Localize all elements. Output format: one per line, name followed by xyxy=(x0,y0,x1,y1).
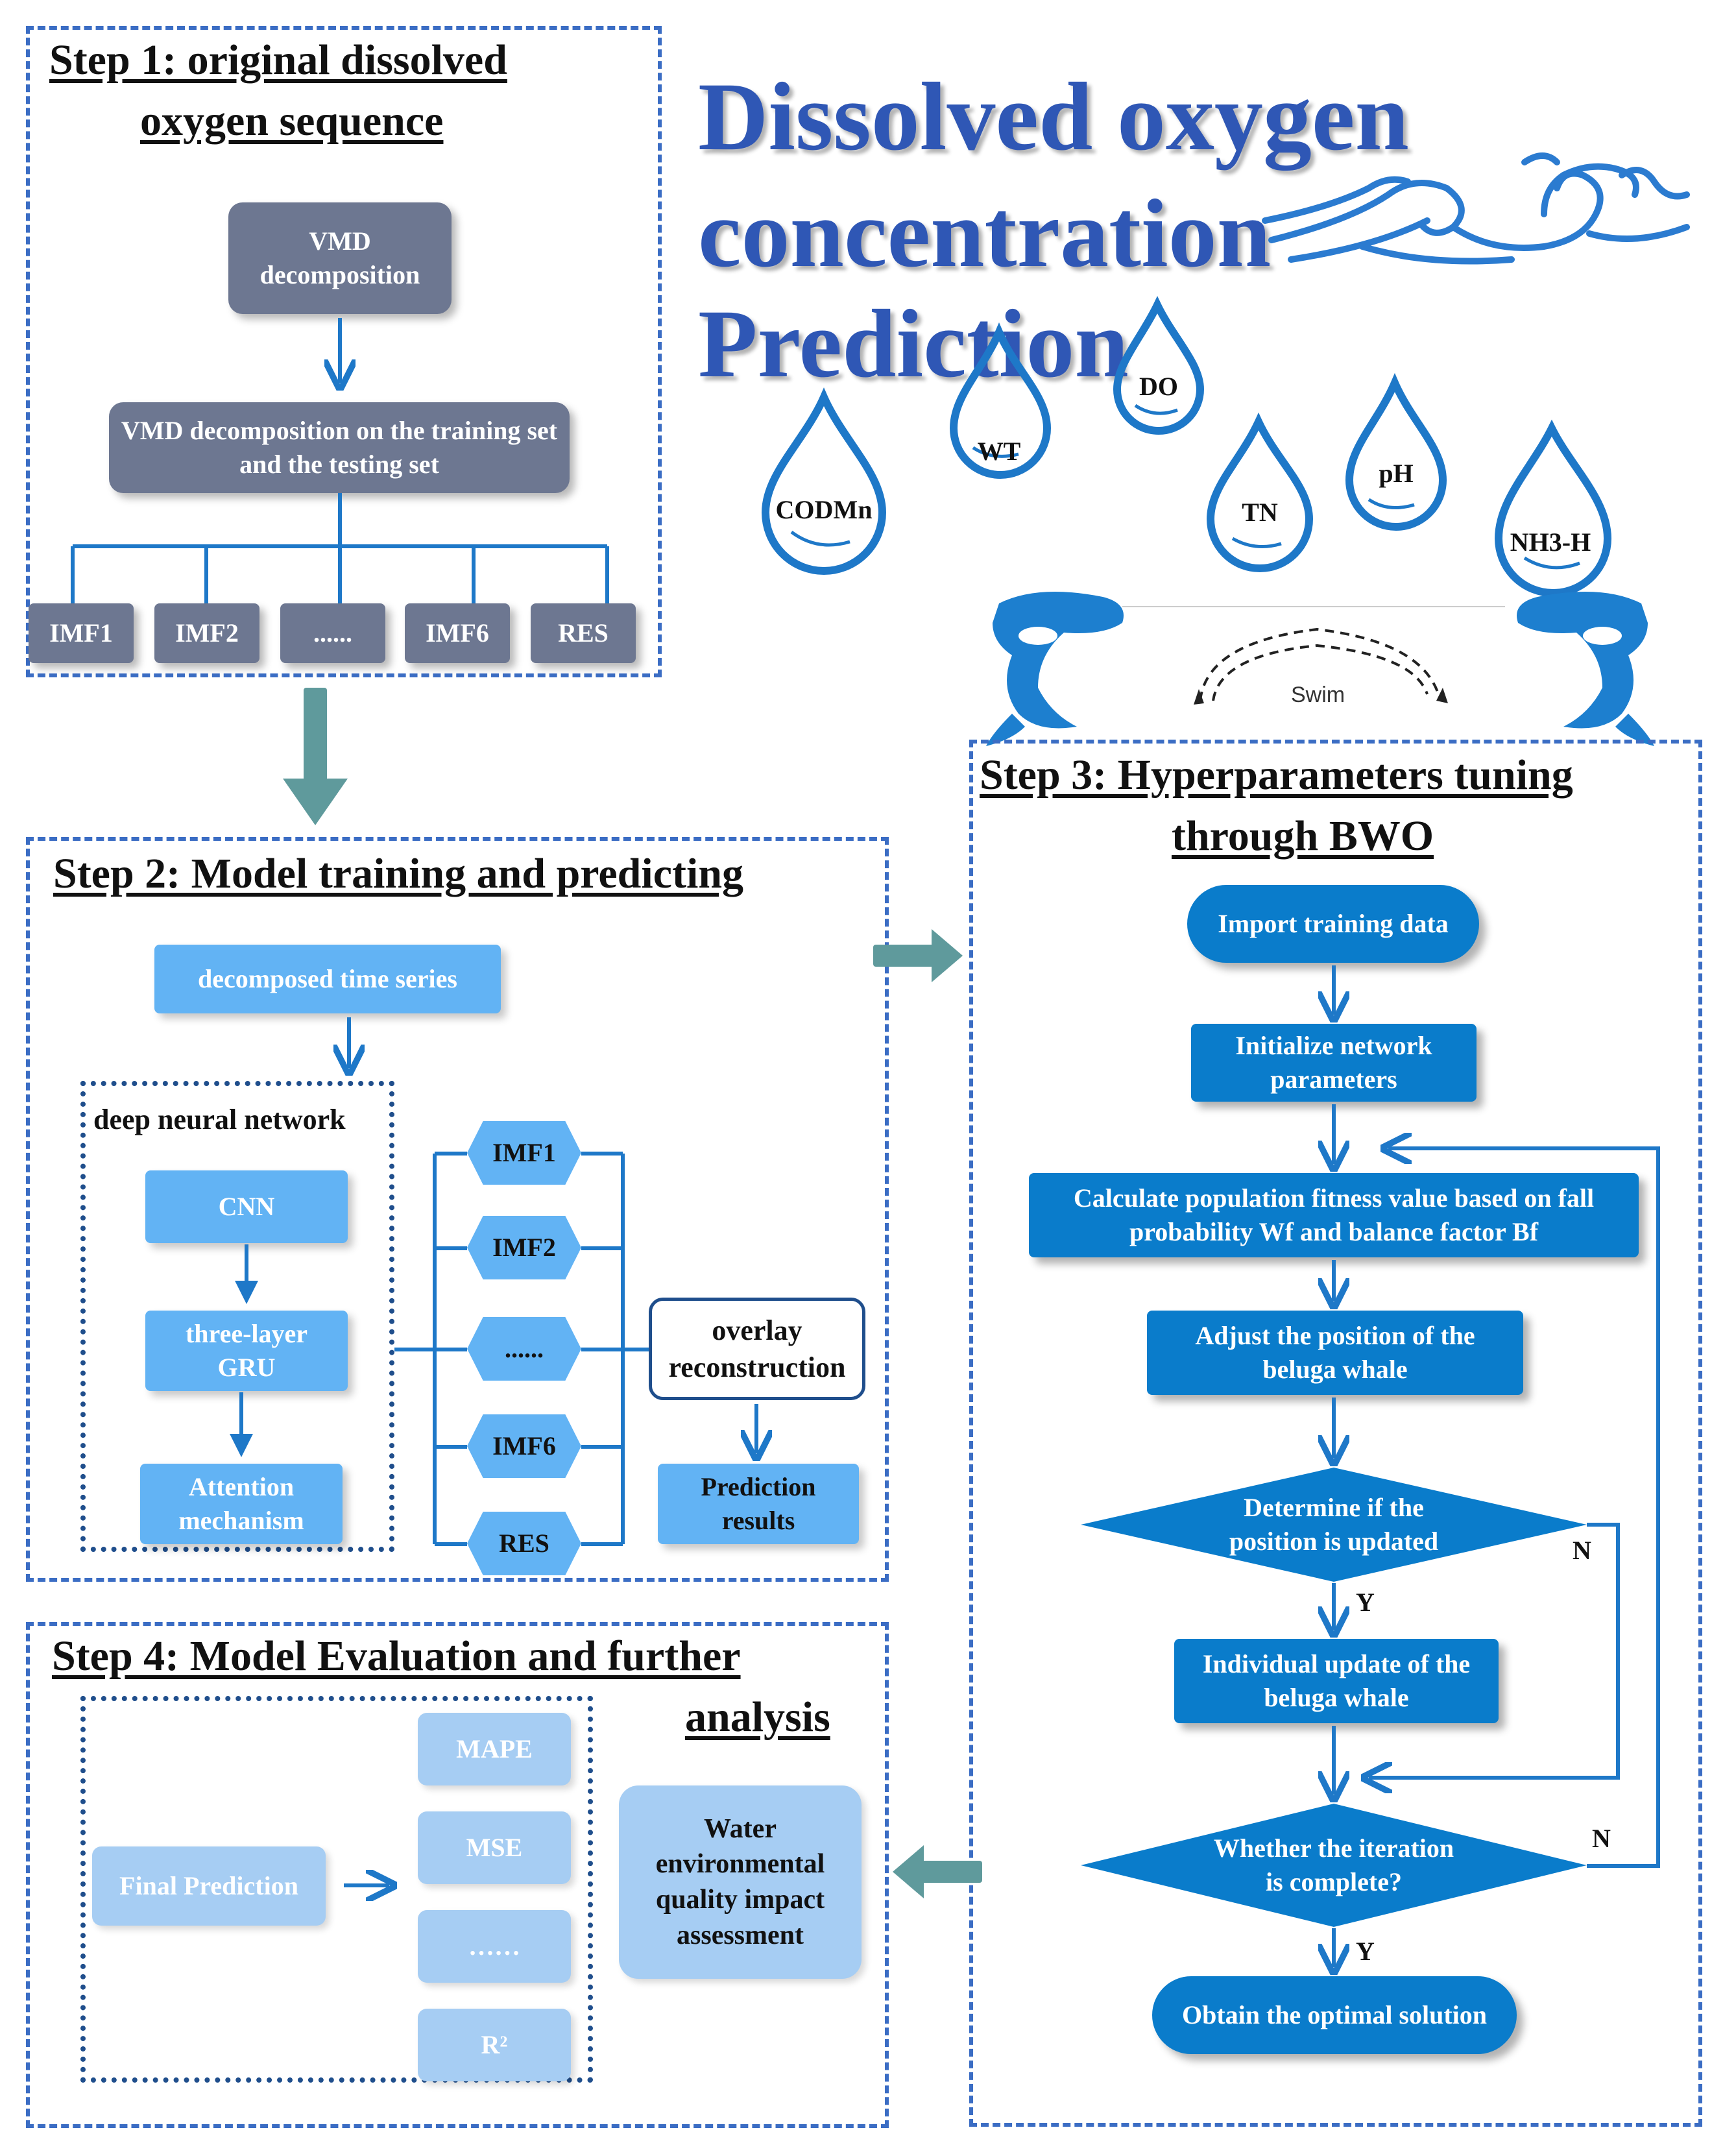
no-label: N xyxy=(1573,1536,1591,1565)
step2-hex: IMF2 xyxy=(467,1216,581,1279)
dnn-frame xyxy=(80,1081,394,1552)
step1-title-line1: Step 1: original dissolved xyxy=(49,36,507,84)
drop-label: pH xyxy=(1379,459,1414,488)
step3-frame xyxy=(969,740,1702,2127)
evaluation-frame xyxy=(80,1696,593,2083)
step2-hex: RES xyxy=(467,1512,581,1575)
step2-title: Step 2: Model training and predicting xyxy=(53,850,744,897)
no-label: N xyxy=(1592,1824,1611,1853)
optimal-solution-box: Obtain the optimal solution xyxy=(1152,1976,1517,2054)
individual-update-box: Individual update of the beluga whale xyxy=(1174,1639,1499,1723)
gru-box: three-layer GRU xyxy=(145,1311,348,1391)
prediction-results-box: Prediction results xyxy=(658,1464,859,1544)
step3-title-line2: through BWO xyxy=(1172,812,1434,860)
step1-title-line2: oxygen sequence xyxy=(140,97,444,145)
main-title-line1: Dissolved oxygen xyxy=(698,63,1409,171)
decomposed-box: decomposed time series xyxy=(154,945,501,1013)
assessment-box: Water environmental quality impact asses… xyxy=(619,1785,862,1979)
adjust-position-box: Adjust the position of the beluga whale xyxy=(1147,1311,1523,1395)
yes-label: Y xyxy=(1356,1588,1375,1617)
step4-frame xyxy=(26,1622,889,2128)
init-params-box: Initialize network parameters xyxy=(1191,1024,1477,1102)
step2-hex: IMF6 xyxy=(467,1414,581,1478)
step2-hex: IMF1 xyxy=(467,1121,581,1185)
metric-box: MAPE xyxy=(418,1713,571,1785)
step1-component: IMF2 xyxy=(154,603,259,663)
step1-component: RES xyxy=(531,603,636,663)
drop-label: CODMn xyxy=(775,495,873,524)
drop-label: NH3-H xyxy=(1510,527,1591,557)
step1-frame xyxy=(26,26,662,677)
swim-label: Swim xyxy=(1291,683,1345,707)
dnn-label: deep neural network xyxy=(93,1104,346,1135)
import-data-box: Import training data xyxy=(1187,885,1479,963)
drop-label: WT xyxy=(977,437,1021,466)
step4-title-line1: Step 4: Model Evaluation and further xyxy=(52,1632,741,1680)
metric-box: R² xyxy=(418,2009,571,2081)
step2-hex: ...... xyxy=(467,1317,581,1381)
drop-label: DO xyxy=(1139,372,1178,401)
step1-component: IMF6 xyxy=(405,603,510,663)
vmd-box: VMD decomposition xyxy=(228,202,452,314)
step2-frame xyxy=(26,837,889,1582)
yes-label: Y xyxy=(1356,1937,1375,1966)
calc-fitness-box: Calculate population fitness value based… xyxy=(1029,1173,1639,1257)
metric-box: …… xyxy=(418,1910,571,1983)
final-prediction-box: Final Prediction xyxy=(92,1846,326,1926)
attention-box: Attention mechanism xyxy=(140,1464,343,1544)
vmd-split-box: VMD decomposition on the training set an… xyxy=(109,402,570,493)
cnn-box: CNN xyxy=(145,1170,348,1243)
main-title-line2: concentration xyxy=(698,180,1272,287)
step3-title-line1: Step 3: Hyperparameters tuning xyxy=(980,751,1573,799)
step1-component: IMF1 xyxy=(29,603,134,663)
drop-label: TN xyxy=(1242,498,1278,527)
main-title-line3: Prediction xyxy=(698,290,1129,398)
step4-title-line2: analysis xyxy=(685,1693,830,1741)
metric-box: MSE xyxy=(418,1811,571,1884)
overlay-box: overlay reconstruction xyxy=(649,1298,865,1400)
step1-component: ...... xyxy=(280,603,385,663)
